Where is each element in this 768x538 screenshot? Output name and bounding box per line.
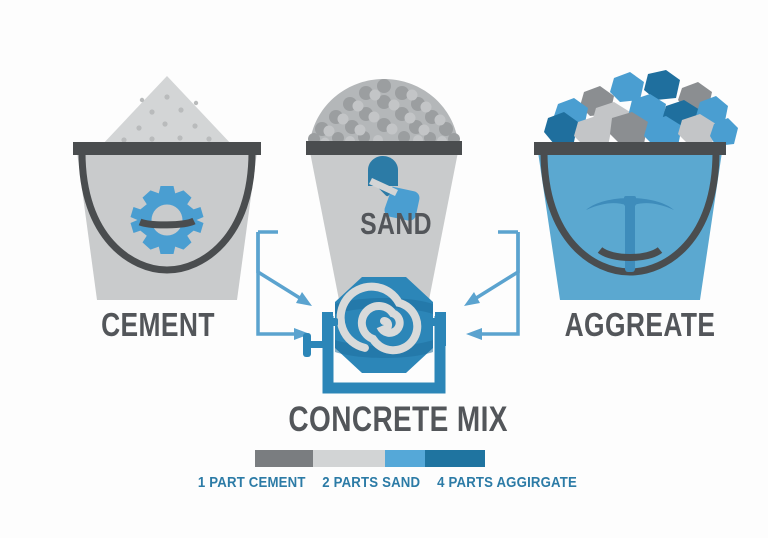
legend-color-bar	[255, 450, 485, 467]
arrow-cement-to-mixer	[256, 232, 304, 302]
label-cement: CEMENT	[101, 306, 215, 343]
cement-bucket-handle	[78, 148, 256, 274]
legend-segment-sand	[313, 450, 385, 467]
shovel-icon	[368, 156, 420, 221]
cement-powder-speckles	[121, 94, 212, 143]
legend-segment-aggregate-dark	[425, 450, 485, 467]
aggregate-bucket-rim	[534, 142, 726, 155]
concrete-mixer-icon	[303, 277, 446, 394]
sand-bucket-body	[310, 152, 458, 305]
mixer-frame-left-post	[322, 312, 333, 346]
cement-bucket-rim	[73, 142, 261, 155]
mixer-frame	[322, 316, 446, 394]
legend-label-aggregate: 4 PARTS AGGIRGATE	[437, 474, 578, 491]
label-sand: SAND	[360, 206, 432, 241]
bucket-cement	[73, 76, 261, 300]
arrow-aggregate-lower	[478, 232, 520, 336]
aggregate-handle-overlay	[597, 247, 663, 261]
sand-bucket-rim	[306, 141, 462, 155]
mixer-axle-right	[430, 318, 442, 326]
mix-ratio-legend: 1 PART CEMENT 2 PARTS SAND 4 PARTS AGGIR…	[190, 450, 580, 491]
bucket-aggregate	[534, 70, 738, 300]
bucket-sand	[306, 79, 462, 305]
mixer-frame-right-post	[435, 312, 446, 346]
cement-handle-overlay	[138, 217, 196, 229]
arrow-cement-lower	[256, 232, 298, 336]
cement-powder-cone	[101, 76, 233, 146]
arrow-aggregate-to-mixer	[472, 232, 520, 302]
legend-segment-cement	[255, 450, 313, 467]
label-aggregate: AGGREATE	[564, 306, 716, 343]
legend-label-row: 1 PART CEMENT 2 PARTS SAND 4 PARTS AGGIR…	[190, 474, 580, 491]
legend-label-sand: 2 PARTS SAND	[321, 474, 420, 491]
label-concrete-mix: CONCRETE MIX	[288, 400, 508, 439]
legend-label-cement: 1 PART CEMENT	[197, 474, 306, 491]
mixer-axle-left	[326, 318, 338, 326]
mixer-crank-arm	[308, 341, 332, 348]
mixer-crank-grip	[303, 333, 311, 357]
mixer-swirl	[336, 282, 422, 355]
legend-segment-aggregate-light	[385, 450, 425, 467]
flow-arrows	[256, 230, 520, 340]
aggregate-rocks	[544, 70, 738, 148]
